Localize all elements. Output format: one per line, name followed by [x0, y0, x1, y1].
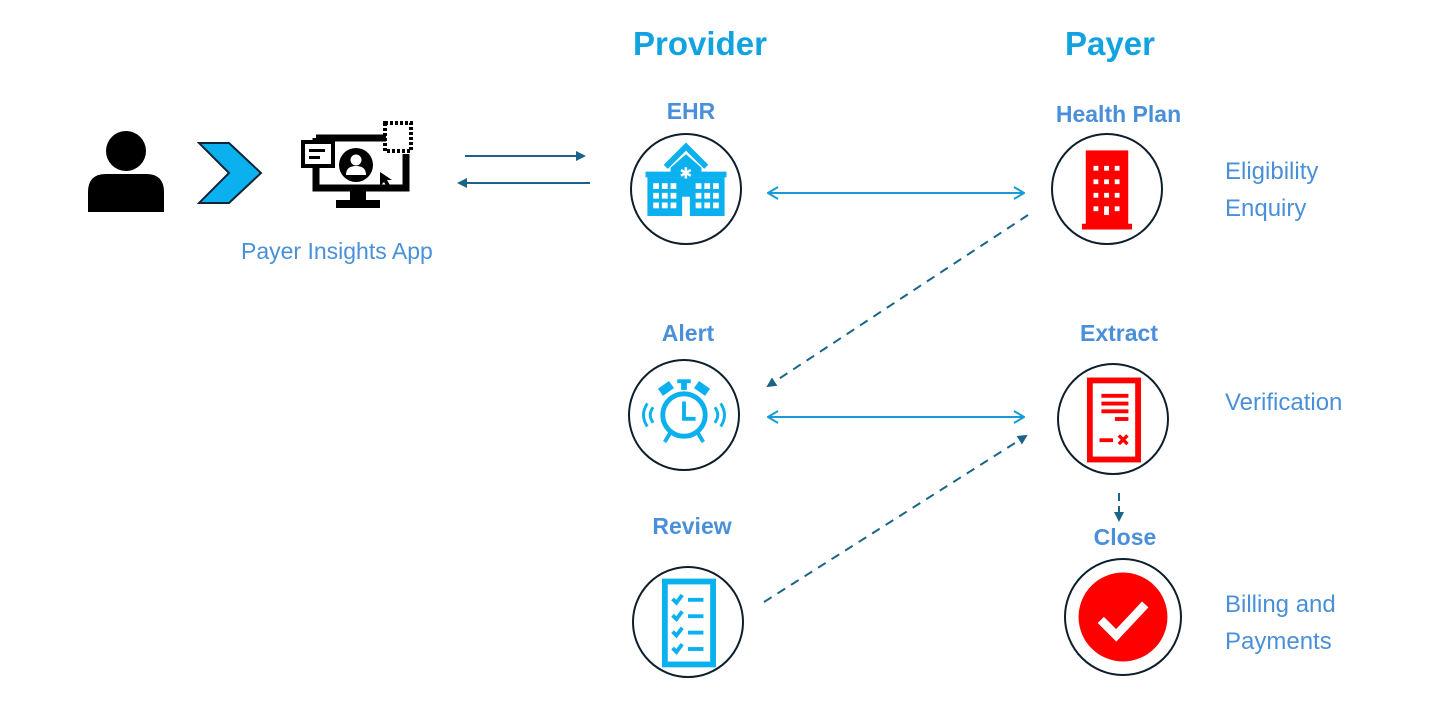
- stage-billing-payments: Billing and Payments: [1225, 586, 1336, 660]
- close-node[interactable]: [1064, 558, 1182, 676]
- stage-line: Eligibility: [1225, 158, 1319, 185]
- close-title: Close: [1093, 524, 1157, 550]
- alarm-clock-icon: [642, 379, 726, 443]
- chevron-right-icon: [196, 141, 263, 205]
- review-title: Review: [652, 513, 732, 539]
- hospital-icon: ✱: [645, 142, 727, 216]
- svg-text:✱: ✱: [680, 164, 693, 182]
- stage-line: Verification: [1225, 389, 1343, 416]
- provider-column-title: Provider: [633, 25, 767, 62]
- user-icon: [86, 130, 166, 212]
- alert-node[interactable]: [628, 359, 740, 471]
- stage-line: Payments: [1225, 628, 1332, 655]
- extract-node[interactable]: [1057, 363, 1169, 475]
- stage-eligibility-enquiry: Eligibility Enquiry: [1225, 153, 1318, 227]
- document-reject-icon: [1086, 377, 1141, 463]
- stage-line: Billing and: [1225, 591, 1336, 618]
- arrow-review-to-extract: [763, 434, 1028, 603]
- alert-title: Alert: [661, 320, 715, 346]
- arrow-health-plan-to-alert: [766, 214, 1029, 388]
- ehr-node[interactable]: ✱: [630, 133, 742, 245]
- office-building-icon: [1081, 150, 1133, 230]
- ehr-title: EHR: [666, 98, 716, 124]
- payer-column-title: Payer: [1065, 25, 1155, 62]
- stage-line: Enquiry: [1225, 195, 1307, 222]
- checklist-icon: [661, 578, 716, 668]
- monitor-app-icon[interactable]: [300, 120, 415, 212]
- review-node[interactable]: [632, 566, 744, 678]
- extract-title: Extract: [1080, 320, 1158, 346]
- health-plan-node[interactable]: [1051, 133, 1163, 245]
- health-plan-title: Health Plan: [1055, 101, 1182, 127]
- checkmark-circle-icon: [1078, 572, 1168, 662]
- stage-verification: Verification: [1225, 384, 1342, 421]
- app-label: Payer Insights App: [241, 238, 433, 264]
